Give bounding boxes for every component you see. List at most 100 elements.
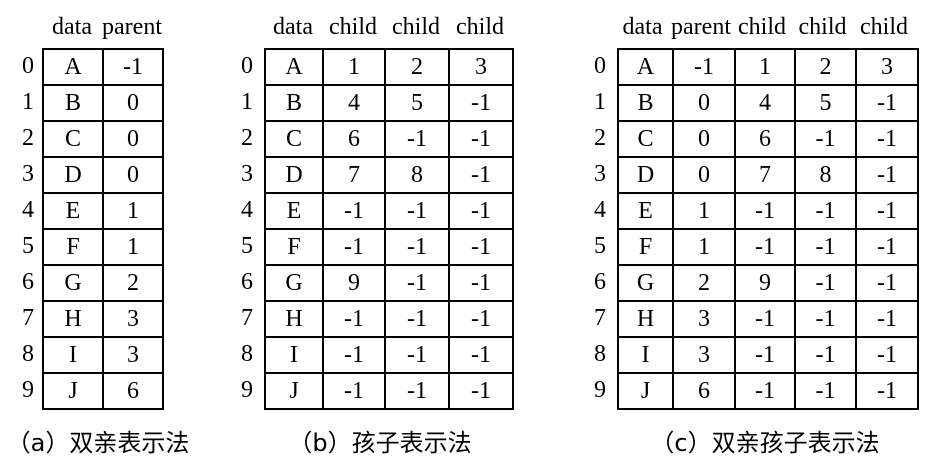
- table-cell: -1: [448, 228, 514, 266]
- row-index: 1: [241, 89, 253, 115]
- table-cell: 0: [672, 84, 736, 122]
- row-index: 2: [241, 125, 253, 151]
- table-cell: J: [264, 372, 324, 410]
- table-cell: H: [42, 300, 104, 338]
- table-cell: 1: [734, 48, 796, 86]
- table-cell: 8: [384, 156, 450, 194]
- row-index: 6: [241, 269, 253, 295]
- table-cell: -1: [322, 228, 386, 266]
- table-cell: C: [264, 120, 324, 158]
- table-cell: 6: [322, 120, 386, 158]
- table-cell: G: [42, 264, 104, 302]
- table-cell: 6: [672, 372, 736, 410]
- table-cell: -1: [794, 336, 857, 374]
- table-cell: -1: [855, 372, 919, 410]
- table-cell: E: [617, 192, 674, 230]
- table-cell: 5: [384, 84, 450, 122]
- table-row: H-1-1-1: [264, 300, 514, 338]
- header-child: child: [456, 14, 504, 40]
- table-cell: -1: [448, 192, 514, 230]
- header-parent: parent: [102, 14, 162, 40]
- row-index: 1: [594, 89, 606, 115]
- table-cell: 0: [672, 120, 736, 158]
- table-cell: B: [42, 84, 104, 122]
- table-cell: 3: [855, 48, 919, 86]
- table-cell: 4: [322, 84, 386, 122]
- panel-b-caption: （b）孩子表示法: [288, 429, 472, 457]
- header-child: child: [329, 14, 377, 40]
- row-index: 9: [22, 377, 34, 403]
- table-cell: -1: [672, 48, 736, 86]
- table-cell: 9: [734, 264, 796, 302]
- table-cell: -1: [794, 264, 857, 302]
- table-cell: 2: [672, 264, 736, 302]
- table-cell: -1: [855, 300, 919, 338]
- table-cell: 6: [102, 372, 164, 410]
- table-cell: C: [42, 120, 104, 158]
- table-cell: 1: [102, 228, 164, 266]
- table-cell: 0: [672, 156, 736, 194]
- row-index: 7: [594, 305, 606, 331]
- table-cell: E: [264, 192, 324, 230]
- table-cell: 1: [672, 192, 736, 230]
- table-cell: -1: [794, 228, 857, 266]
- table-cell: I: [617, 336, 674, 374]
- table-cell: 3: [448, 48, 514, 86]
- table-cell: -1: [448, 84, 514, 122]
- header-child: child: [392, 14, 440, 40]
- table-cell: J: [42, 372, 104, 410]
- table-cell: -1: [855, 264, 919, 302]
- row-index: 8: [594, 341, 606, 367]
- table-cell: -1: [734, 372, 796, 410]
- row-index: 2: [22, 125, 34, 151]
- header-data: data: [273, 14, 313, 40]
- row-index: 6: [22, 269, 34, 295]
- row-index: 0: [241, 53, 253, 79]
- table-cell: 0: [102, 156, 164, 194]
- table-cell: -1: [322, 372, 386, 410]
- table-cell: 2: [794, 48, 857, 86]
- row-index: 5: [241, 233, 253, 259]
- table-cell: 7: [322, 156, 386, 194]
- table-cell: 3: [672, 336, 736, 374]
- table-cell: G: [617, 264, 674, 302]
- table-cell: -1: [734, 300, 796, 338]
- table-cell: J: [617, 372, 674, 410]
- table-row: A-1: [42, 48, 164, 86]
- table-cell: 3: [102, 336, 164, 374]
- table-cell: -1: [384, 228, 450, 266]
- table-cell: -1: [448, 156, 514, 194]
- row-index: 9: [241, 377, 253, 403]
- table-cell: -1: [794, 372, 857, 410]
- table-row: I-1-1-1: [264, 336, 514, 374]
- table-cell: -1: [384, 336, 450, 374]
- table-cell: D: [42, 156, 104, 194]
- panel-c-header-row: data parent child child child: [615, 12, 915, 42]
- table-cell: -1: [384, 192, 450, 230]
- table-cell: 1: [322, 48, 386, 86]
- table-cell: -1: [794, 120, 857, 158]
- row-index: 3: [22, 161, 34, 187]
- row-index: 0: [594, 53, 606, 79]
- table-cell: -1: [384, 264, 450, 302]
- row-index: 4: [22, 197, 34, 223]
- table-row: F-1-1-1: [264, 228, 514, 266]
- table-cell: -1: [322, 192, 386, 230]
- row-index: 0: [22, 53, 34, 79]
- row-index: 3: [241, 161, 253, 187]
- table-cell: -1: [794, 192, 857, 230]
